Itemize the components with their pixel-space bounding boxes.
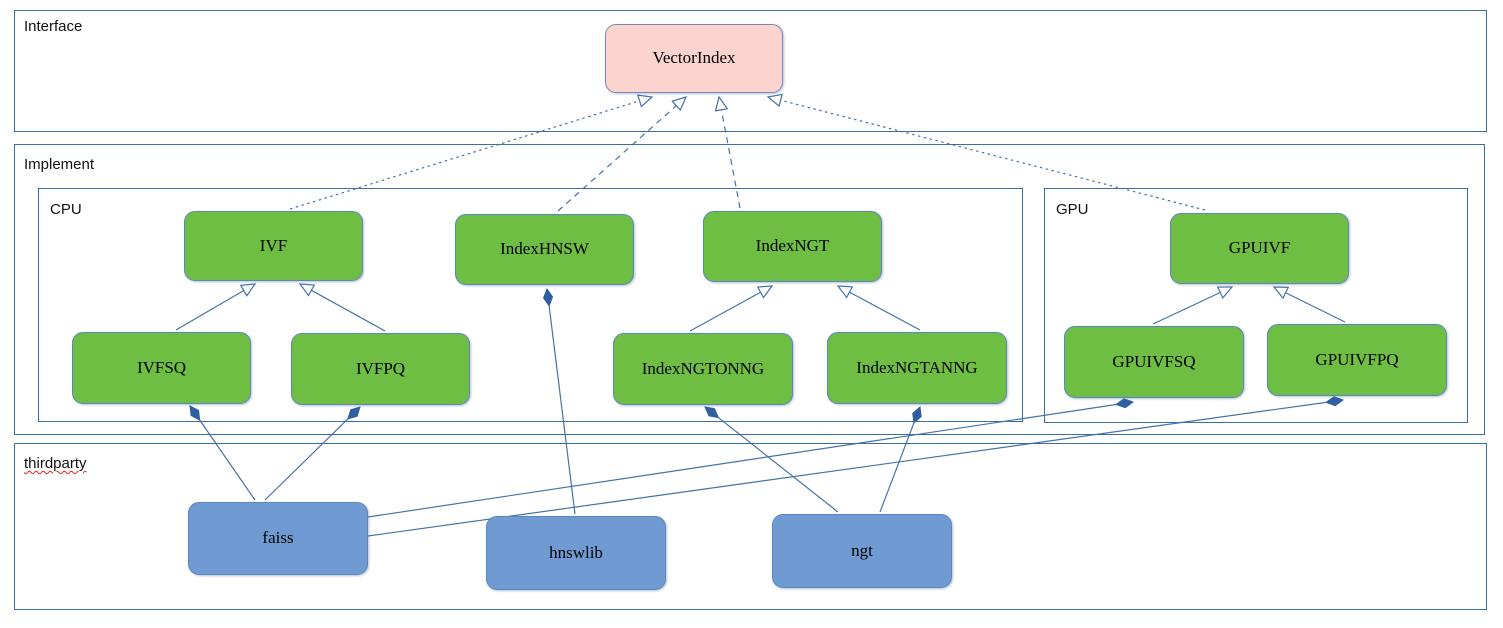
class-node-ivfpq[interactable]: IVFPQ — [291, 333, 470, 405]
class-node-label: hnswlib — [549, 542, 603, 562]
package-label-cpu: CPU — [50, 201, 82, 218]
class-node-label: IndexNGTANNG — [856, 357, 978, 377]
package-thirdparty — [14, 443, 1487, 610]
class-node-indexngtonng[interactable]: IndexNGTONNG — [613, 333, 793, 405]
class-node-gpuivf[interactable]: GPUIVF — [1170, 213, 1349, 284]
class-node-hnswlib[interactable]: hnswlib — [486, 516, 666, 590]
class-node-gpuivfpq[interactable]: GPUIVFPQ — [1267, 324, 1447, 396]
class-node-ivfsq[interactable]: IVFSQ — [72, 332, 251, 404]
package-gpu — [1044, 188, 1468, 423]
class-node-label: IVFPQ — [355, 358, 406, 378]
class-node-label: IndexNGTONNG — [641, 358, 765, 378]
class-node-indexngtanng[interactable]: IndexNGTANNG — [827, 332, 1007, 404]
class-node-label: GPUIVFPQ — [1315, 349, 1399, 369]
class-node-indexhnsw[interactable]: IndexHNSW — [455, 214, 634, 285]
package-cpu — [38, 188, 1023, 422]
class-node-label: IndexHNSW — [500, 239, 589, 259]
class-node-label: IVF — [259, 235, 288, 255]
package-label-gpu: GPU — [1056, 201, 1089, 218]
class-node-label: ngt — [851, 540, 873, 560]
package-label-thirdparty: thirdparty — [24, 455, 87, 472]
package-interface — [14, 10, 1487, 132]
class-node-indexngt[interactable]: IndexNGT — [703, 211, 882, 282]
class-node-label: IndexNGT — [755, 236, 830, 256]
class-node-gpuivfsq[interactable]: GPUIVFSQ — [1064, 326, 1244, 398]
class-node-vectorindex[interactable]: VectorIndex — [605, 24, 783, 93]
class-node-label: faiss — [262, 528, 294, 548]
class-node-faiss[interactable]: faiss — [188, 502, 368, 575]
package-label-implement: Implement — [24, 156, 95, 173]
class-node-ivf[interactable]: IVF — [184, 211, 363, 281]
class-node-ngt[interactable]: ngt — [772, 514, 952, 588]
class-node-label: VectorIndex — [652, 48, 736, 68]
package-implement — [14, 144, 1485, 435]
class-node-label: GPUIVF — [1228, 238, 1291, 258]
class-node-label: IVFSQ — [136, 357, 187, 377]
class-node-label: GPUIVFSQ — [1112, 351, 1196, 371]
package-label-interface: Interface — [24, 18, 83, 35]
